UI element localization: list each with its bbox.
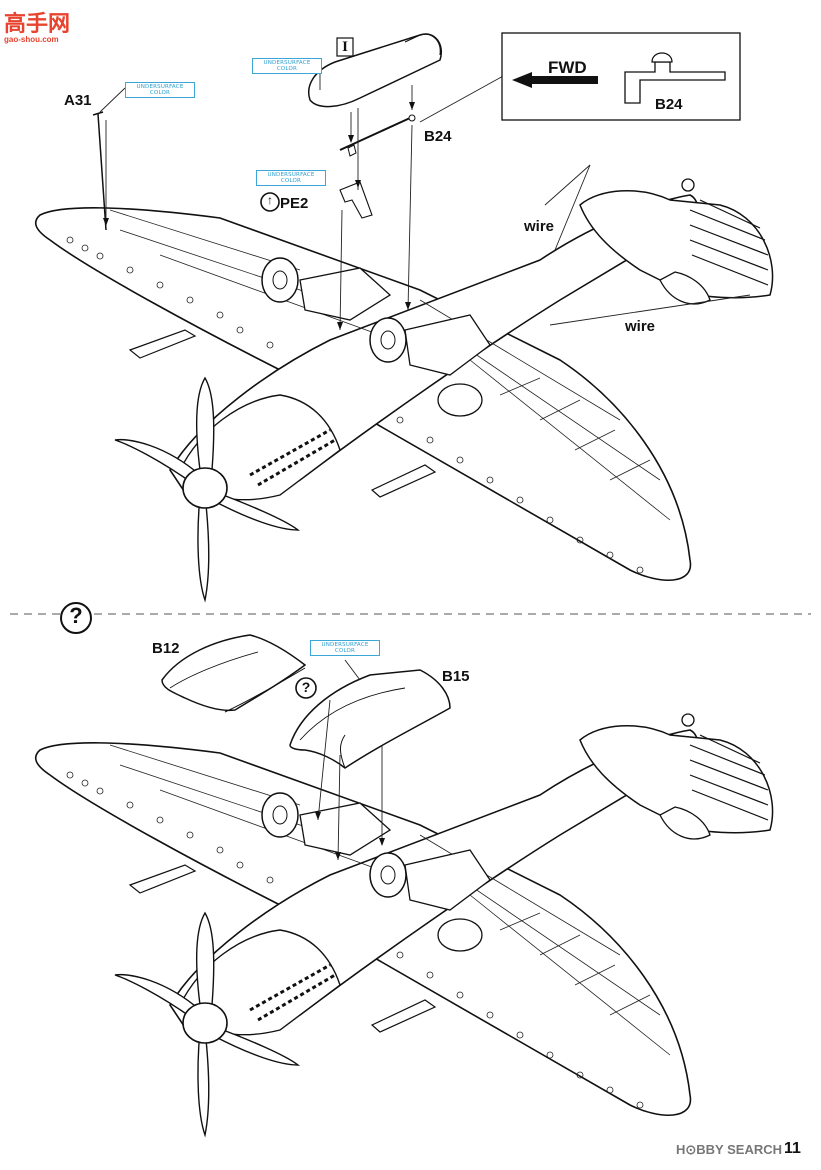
watermark-logo: 高手网 gao-shou.com: [4, 6, 70, 44]
page-number: 11: [784, 1140, 801, 1157]
label-pe2: PE2: [280, 195, 309, 212]
undersurface-color-note-pe2: UNDERSURFACE COLOR: [256, 170, 326, 186]
roman-numeral-marker: I: [342, 39, 348, 55]
label-wire-upper: wire: [524, 218, 555, 235]
watermark-hobbysearch: H⊙BBY SEARCH: [676, 1142, 782, 1157]
question-small-icon: ?: [301, 679, 311, 695]
label-wire-lower: wire: [625, 318, 656, 335]
label-b15: B15: [442, 668, 470, 685]
inset-part-label: B24: [655, 96, 683, 113]
bend-icon: ↑: [267, 193, 273, 207]
question-icon: ?: [69, 603, 83, 628]
label-b12: B12: [152, 640, 180, 657]
undersurface-color-note-tank: UNDERSURFACE COLOR: [252, 58, 322, 74]
label-b24: B24: [424, 128, 452, 145]
label-a31: A31: [64, 92, 92, 109]
undersurface-color-note-a31: UNDERSURFACE COLOR: [125, 82, 195, 98]
watermark-brand: 高手网: [4, 12, 71, 37]
inset-fwd-label: FWD: [548, 58, 587, 77]
watermark-url: gao-shou.com: [4, 35, 59, 44]
undersurface-color-note-b15: UNDERSURFACE COLOR: [310, 640, 380, 656]
